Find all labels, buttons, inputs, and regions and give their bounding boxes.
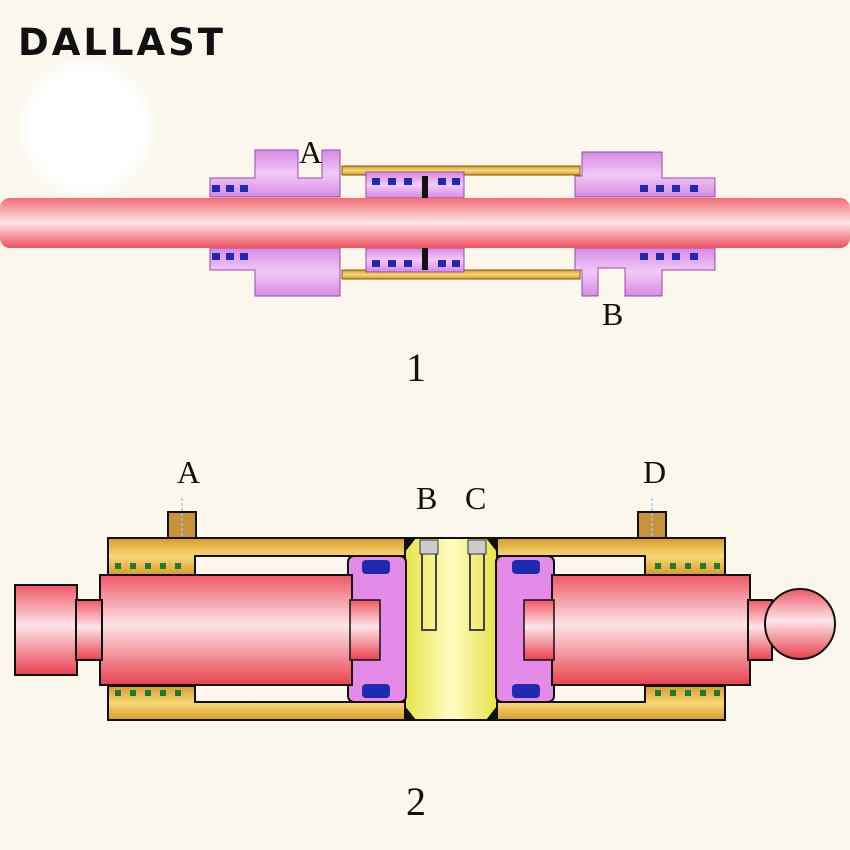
fig2-label-d: D xyxy=(643,454,667,490)
brand-logo: DALLAST xyxy=(18,21,227,64)
fig2-left-rod xyxy=(99,574,353,686)
fig1-piston-rod xyxy=(0,198,850,248)
fig2-label-a: A xyxy=(177,454,201,490)
fig1-label-b: B xyxy=(602,296,624,332)
fig2-left-rod-end xyxy=(14,584,78,676)
highlight-glow xyxy=(12,58,162,198)
fig2-caption: 2 xyxy=(406,779,426,824)
fig2-right-rod xyxy=(551,574,751,686)
fig1-piston-bottom xyxy=(365,247,465,273)
figure-1-cylinder xyxy=(0,149,850,297)
fig1-seals xyxy=(212,178,698,267)
fig1-piston-divider-top xyxy=(422,176,428,198)
fig2-gland-seals xyxy=(115,563,720,696)
fig2-label-b: B xyxy=(416,480,438,516)
fig1-piston-top xyxy=(365,171,465,199)
fig2-passage-b xyxy=(421,542,437,631)
fig2-passage-c xyxy=(469,542,485,631)
fig1-piston-divider-bottom xyxy=(422,248,428,270)
fig1-caption: 1 xyxy=(406,345,426,390)
figure-2-cylinder xyxy=(14,498,836,721)
fig2-label-c: C xyxy=(465,480,487,516)
fig2-right-ball-end xyxy=(764,588,836,660)
fig1-label-a: A xyxy=(299,134,323,170)
